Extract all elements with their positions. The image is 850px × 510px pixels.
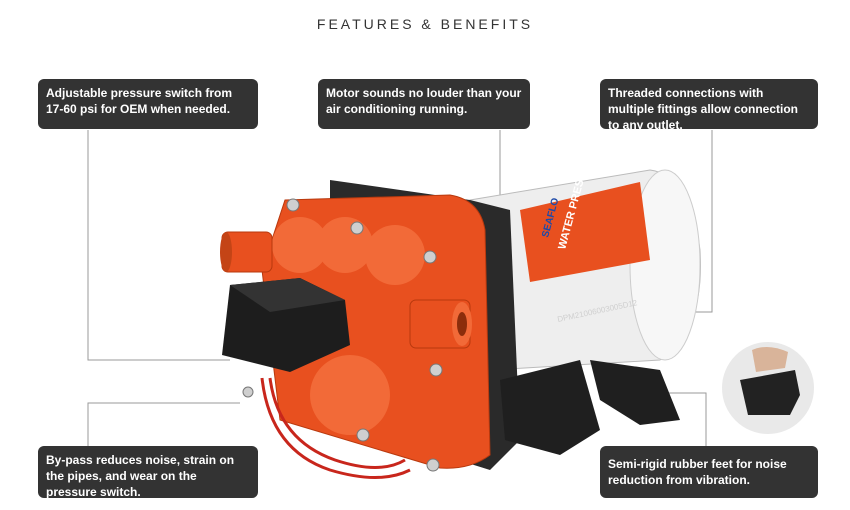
callout-feet: Semi-rigid rubber feet for noise reducti…: [600, 446, 818, 498]
motor-body: WATER PRESSURE SEAFLO DPM21006003005D12: [469, 149, 701, 371]
rubber-foot-inset: [722, 342, 814, 434]
pressure-switch: [222, 278, 350, 372]
line-bypass: [87, 402, 240, 446]
outlet-port: [409, 299, 472, 349]
callout-pressure-switch-text: Adjustable pressure switch from 17-60 ps…: [46, 86, 233, 116]
line-pressure-switch: [87, 130, 230, 361]
callout-pressure-switch: Adjustable pressure switch from 17-60 ps…: [38, 79, 258, 129]
callout-motor-sound-text: Motor sounds no louder than your air con…: [326, 86, 522, 116]
red-wires: [260, 377, 411, 479]
callout-bypass: By-pass reduces noise, strain on the pip…: [38, 446, 258, 499]
page-title: FEATURES & BENEFITS: [316, 16, 534, 32]
callout-feet-text: Semi-rigid rubber feet for noise reducti…: [608, 457, 787, 487]
callout-threaded-text: Threaded connections with multiple fitti…: [608, 86, 799, 132]
pump-head: [242, 194, 491, 472]
rubber-feet: [500, 360, 680, 455]
callout-motor-sound: Motor sounds no louder than your air con…: [318, 79, 530, 129]
inlet-port: [220, 231, 273, 273]
callout-bypass-text: By-pass reduces noise, strain on the pip…: [46, 453, 235, 499]
callout-threaded: Threaded connections with multiple fitti…: [600, 79, 818, 132]
